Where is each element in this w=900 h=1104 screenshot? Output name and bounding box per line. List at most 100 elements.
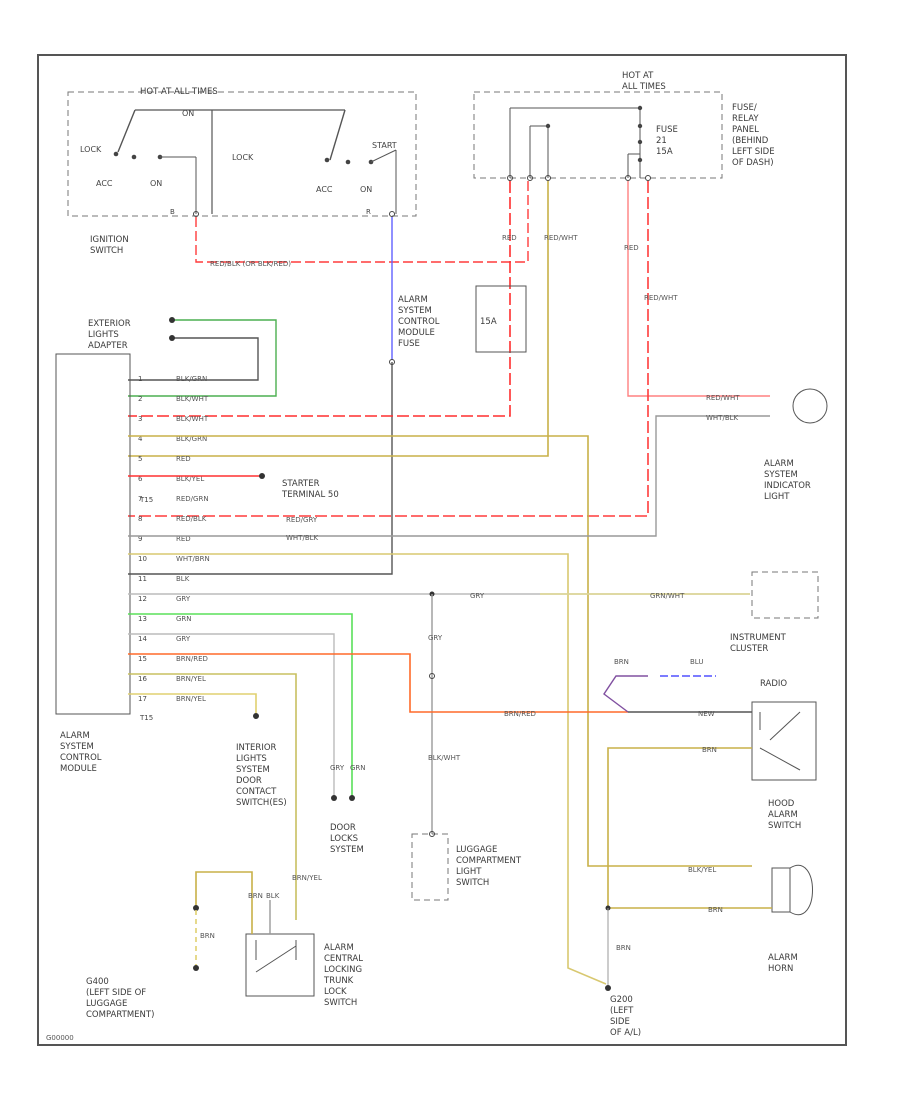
alarm-fuse-rating: 15A [480, 317, 497, 327]
cluster-wire-label: GRN/WHT [650, 592, 685, 600]
fuse-wire-olive [128, 181, 549, 457]
module-pin-wire-label: BRN/YEL [176, 675, 206, 683]
module-pin-number: 7 [138, 495, 142, 503]
radio-name: RADIO [760, 679, 787, 689]
ignition-acc-right: ACC [316, 185, 333, 194]
module-pin-wire-label: BLK/GRN [176, 375, 207, 383]
door-wire-a: GRY [330, 764, 345, 772]
wire-wht-brn-horn [128, 553, 607, 985]
fuse-wire-pink [627, 181, 770, 397]
ignition-start: START [372, 141, 397, 150]
ext-lights-wire-dark [128, 337, 259, 381]
module-pin-number: 9 [138, 535, 142, 543]
module-pin-number: 3 [138, 415, 142, 423]
starter-wire-b: WHT/BLK [286, 534, 319, 542]
module-pin-wire-label: BLK [176, 575, 190, 583]
module-pin-wire-label: RED/BLK [176, 515, 207, 523]
wire-gry-door [128, 633, 335, 798]
radio-wire-d: NEW [698, 710, 715, 718]
fuse-wire-a-label: RED [502, 234, 517, 242]
horn-wire-a: BLK/YEL [688, 866, 716, 874]
diagram-frame [37, 54, 847, 1046]
ignition-blk-wire [128, 362, 393, 575]
ignition-switch: HOT AT ALL TIMES ON LOCK ACC ON LOCK ACC… [67, 87, 417, 256]
wire-brn-red-radio [128, 653, 628, 713]
ignition-hot-label: HOT AT ALL TIMES [140, 87, 218, 97]
ground-left-wire: BRN [200, 932, 215, 940]
module-pin-number: 15 [138, 655, 147, 663]
module-pin-wire-label: BRN/YEL [176, 695, 206, 703]
ignition-lock-mid: LOCK [232, 153, 254, 162]
fuse-wire-d-label: RED/WHT [644, 294, 678, 302]
trunk-wire-b: BLK [266, 892, 280, 900]
ignition-on-left: ON [150, 179, 162, 188]
module-pin-wire-label: RED [176, 535, 191, 543]
module-pin-wire-label: BLK/GRN [176, 435, 207, 443]
module-pin-number: 5 [138, 455, 142, 463]
ignition-wire-label: RED/BLK (OR BLK/RED) [210, 260, 291, 268]
ignition-output-wire [195, 180, 529, 263]
module-pin-wire-label: RED [176, 455, 191, 463]
ignition-pin-left: B [170, 208, 175, 216]
luggage-wire-label: GRY [428, 634, 443, 642]
radio-wire-b: BLU [690, 658, 703, 666]
module-pin-number: 14 [138, 635, 147, 643]
module-pin-number: 10 [138, 555, 147, 563]
fuse-wire-b-label: RED/WHT [544, 234, 578, 242]
ignition-on-right: ON [360, 185, 372, 194]
module-pin-number: 16 [138, 675, 147, 683]
module-pin-wire-label: GRY [176, 635, 191, 643]
radio-wire-a: BRN [614, 658, 629, 666]
ignition-acc-left: ACC [96, 179, 113, 188]
fuse-wire-red-b [128, 181, 649, 517]
starter-wire-a: RED/GRY [286, 516, 318, 524]
module-pin-number: 13 [138, 615, 147, 623]
fuse-wire-c-label: RED [624, 244, 639, 252]
ext-lights-wire-green [128, 319, 277, 397]
module-pin-number: 6 [138, 475, 143, 483]
indicator-wire-a: RED/WHT [706, 394, 740, 402]
module-pin-number: 8 [138, 515, 142, 523]
trunk-wire-c: BRN/YEL [292, 874, 322, 882]
module-pin-wire-label: BLK/WHT [176, 415, 209, 423]
g200-wire: BRN [616, 944, 631, 952]
wire-blk-yel-to-hood [128, 435, 752, 867]
module-pin-number: 17 [138, 695, 147, 703]
cluster-gry-label: GRY [470, 592, 485, 600]
wire-grn-door [128, 613, 353, 798]
module-pin-wire-label: BLK/YEL [176, 475, 204, 483]
module-conn-label-2: T15 [139, 714, 153, 722]
module-pin-wire-label: BLK/WHT [176, 395, 209, 403]
door-wire-b: GRN [350, 764, 366, 772]
module-pin-wire-label: WHT/BRN [176, 555, 210, 563]
wire-brn-yel-trunk [128, 673, 297, 920]
module-pin-number: 4 [138, 435, 143, 443]
ignition-pin-right: R [366, 208, 371, 216]
